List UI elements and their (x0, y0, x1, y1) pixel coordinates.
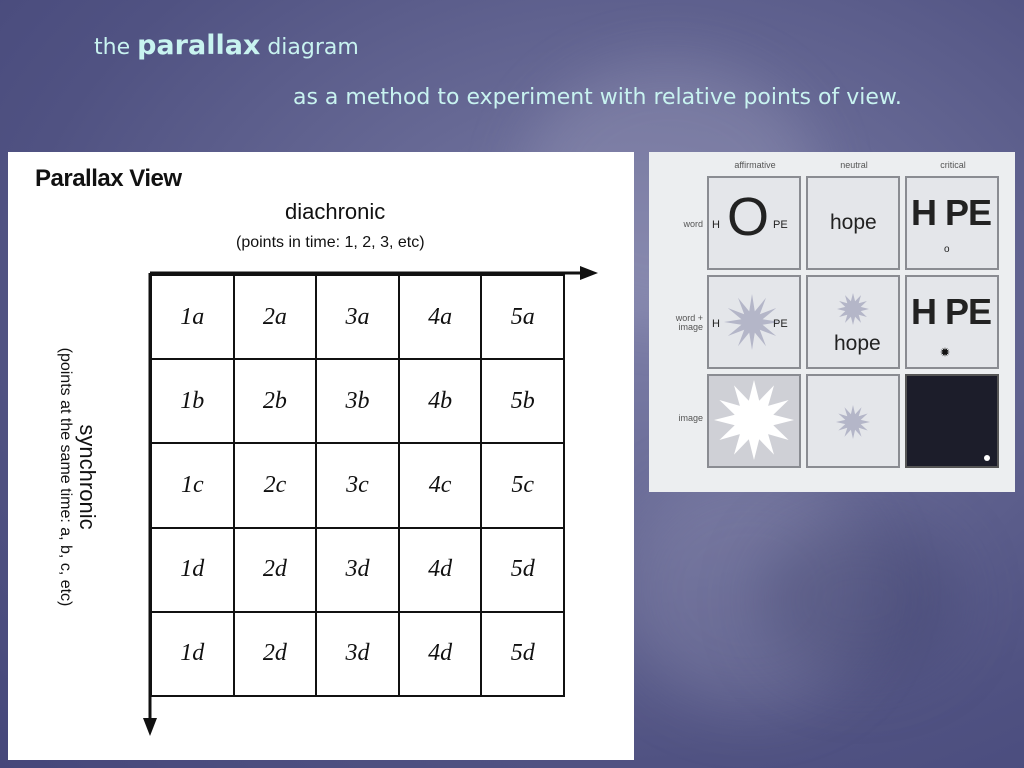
cell-word-image-critical: H PE (905, 275, 999, 369)
large-star-icon (724, 294, 780, 350)
small-star-icon (837, 293, 869, 325)
white-dot-icon (984, 455, 990, 461)
grid-cell: 4b (399, 360, 483, 445)
grid-cell: 1d (152, 528, 235, 613)
cell-word-neutral: hope (806, 176, 900, 270)
column-header-affirmative: affirmative (734, 160, 776, 170)
big-o-letter: O (727, 187, 770, 247)
title-bold-word: parallax (137, 30, 261, 61)
title-suffix: diagram (267, 35, 359, 60)
hope-matrix-panel: affirmative neutral critical word word +… (649, 152, 1015, 492)
grid-cell: 4c (399, 444, 483, 529)
letter-h: H (712, 219, 720, 231)
cell-image-critical (905, 374, 999, 468)
star-shape (836, 405, 870, 439)
letter-h: H (712, 318, 720, 330)
letters-pe: PE (773, 318, 788, 330)
grid-cell: 2a (234, 276, 318, 361)
star-shape (724, 294, 780, 350)
cell-word-image-affirmative: H PE (707, 275, 801, 369)
small-o-letter: o (944, 244, 950, 255)
grid-cell: 3a (317, 276, 400, 361)
background-blur (760, 520, 960, 680)
largest-star-icon (714, 380, 794, 460)
hope-word: hope (830, 211, 877, 234)
grid-cell: 5d (482, 528, 565, 613)
star-shape (714, 380, 794, 460)
grid-cell: 3b (317, 360, 400, 445)
grid-cell: 1b (152, 360, 235, 445)
diachronic-axis-subtitle: (points in time: 1, 2, 3, etc) (236, 234, 425, 251)
grid-cell: 5c (482, 444, 565, 529)
grid-cell: 4d (399, 528, 483, 613)
star-shape (940, 347, 950, 357)
slide-subtitle: as a method to experiment with relative … (293, 85, 902, 110)
cell-word-affirmative: H O PE (707, 176, 801, 270)
grid-cell: 4d (399, 612, 483, 697)
cell-image-affirmative (707, 374, 801, 468)
grid-cell: 3c (317, 444, 400, 529)
star-shape (837, 293, 869, 325)
y-axis-arrowhead (143, 718, 157, 736)
grid-cell: 3d (317, 528, 400, 613)
grid-cell: 1d (152, 612, 235, 697)
grid-cell: 5a (482, 276, 565, 361)
grid-cell: 4a (399, 276, 483, 361)
h-pe-word: H PE (911, 291, 992, 332)
cell-image-neutral (806, 374, 900, 468)
cell-word-image-neutral: hope (806, 275, 900, 369)
background-blur (620, 470, 880, 710)
x-axis-arrowhead (580, 266, 598, 280)
slide-title: the parallax diagram (94, 30, 359, 61)
medium-star-icon (836, 405, 870, 439)
row-header-word: word (683, 219, 703, 229)
tiny-star-icon (940, 347, 950, 357)
row-header-image: image (678, 413, 703, 423)
hope-word: hope (834, 332, 881, 355)
row-header-word-image: word + image (675, 313, 703, 332)
cell-word-critical: H PE o (905, 176, 999, 270)
letters-pe: PE (773, 219, 788, 231)
grid-cell: 5d (482, 612, 565, 697)
grid-cell: 2d (234, 612, 318, 697)
parallax-view-panel: Parallax View diachronic (points in time… (8, 152, 634, 760)
grid-cell: 1a (152, 276, 235, 361)
grid-cell: 2d (234, 528, 318, 613)
h-pe-word: H PE (911, 192, 992, 233)
title-prefix: the (94, 35, 131, 60)
panel-title: Parallax View (35, 165, 182, 192)
grid-cell: 3d (317, 612, 400, 697)
diachronic-axis-title: diachronic (285, 199, 386, 224)
column-header-critical: critical (940, 160, 966, 170)
grid-cell: 5b (482, 360, 565, 445)
white-dot (984, 455, 990, 461)
grid-cell: 2c (234, 444, 318, 529)
grid-cell: 2b (234, 360, 318, 445)
column-header-neutral: neutral (840, 160, 868, 170)
grid-cell: 1c (152, 444, 235, 529)
